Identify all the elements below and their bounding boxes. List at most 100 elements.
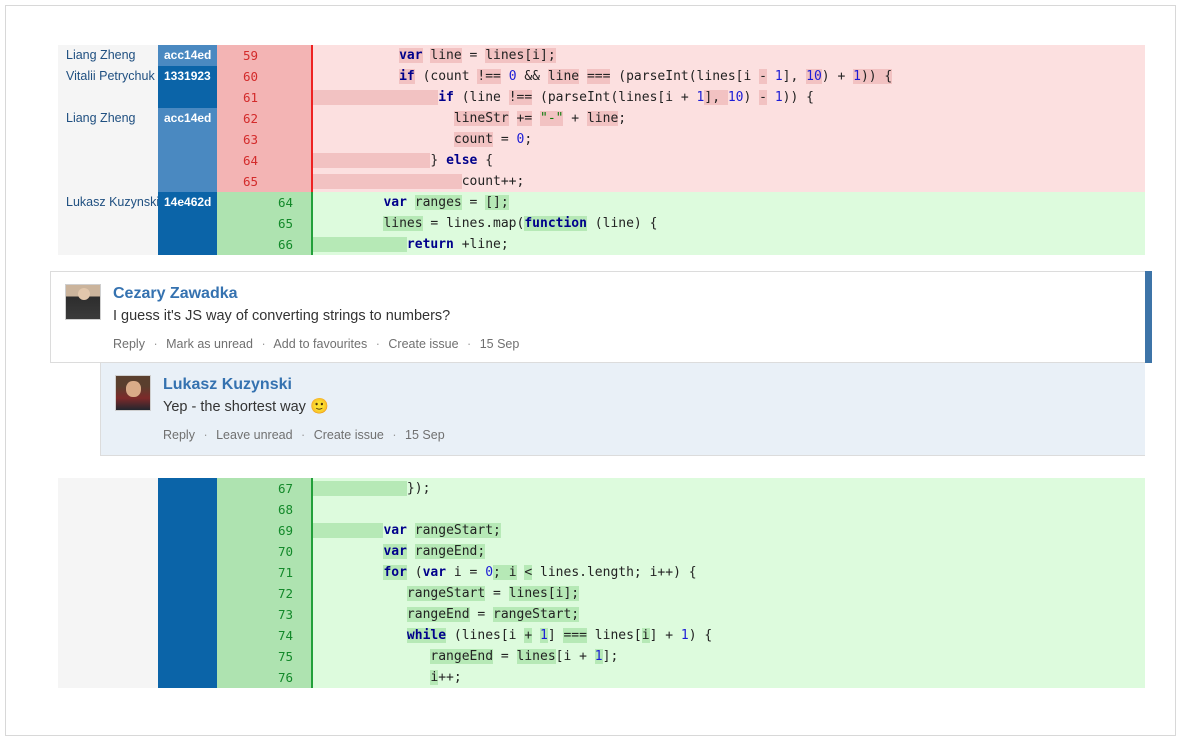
diff-commit-hash-cell[interactable]: acc14ed	[158, 45, 217, 66]
diff-row[interactable]: 66 return +line;	[58, 234, 1145, 255]
diff-row[interactable]: 61 if (line !== (parseInt(lines[i + 1], …	[58, 87, 1145, 108]
diff-row[interactable]: 73 rangeEnd = rangeStart;	[58, 604, 1145, 625]
code-token: 1	[540, 628, 548, 643]
leave-unread-link[interactable]: Leave unread	[216, 428, 293, 442]
diff-row[interactable]: 67 });	[58, 478, 1145, 499]
diff-code-cell[interactable]: for (var i = 0; i < lines.length; i++) {	[311, 562, 1145, 583]
diff-code-cell[interactable]: return +line;	[311, 234, 1145, 255]
diff-code-cell[interactable]: var line = lines[i];	[311, 45, 1145, 66]
mark-as-unread-link[interactable]: Mark as unread	[166, 337, 253, 351]
code-token	[407, 523, 415, 538]
comment-author-name[interactable]: Lukasz Kuzynski	[163, 376, 292, 393]
diff-code-cell[interactable]: var rangeStart;	[311, 520, 1145, 541]
comment-card[interactable]: Cezary Zawadka I guess it's JS way of co…	[50, 271, 1152, 363]
diff-author-cell	[58, 583, 158, 604]
diff-row[interactable]: 63 count = 0;	[58, 129, 1145, 150]
code-token: var	[383, 523, 407, 538]
diff-code-cell[interactable]: });	[311, 478, 1145, 499]
diff-commit-hash-cell[interactable]	[158, 625, 217, 646]
diff-row[interactable]: 69 var rangeStart;	[58, 520, 1145, 541]
reply-link[interactable]: Reply	[163, 428, 195, 442]
diff-commit-hash-cell[interactable]: 1331923	[158, 66, 217, 87]
diff-commit-hash-cell[interactable]	[158, 520, 217, 541]
code-token: ) {	[688, 628, 713, 643]
add-to-favourites-link[interactable]: Add to favourites	[273, 337, 368, 351]
diff-commit-hash-cell[interactable]	[158, 541, 217, 562]
code-token: 1	[696, 90, 705, 105]
diff-commit-hash-cell[interactable]	[158, 478, 217, 499]
code-token: ++;	[438, 670, 462, 685]
code-token: 1	[680, 628, 689, 643]
diff-code-cell[interactable]	[311, 499, 1145, 520]
diff-code-cell[interactable]: if (count !== 0 && line === (parseInt(li…	[311, 66, 1145, 87]
user-avatar-icon[interactable]	[65, 284, 101, 320]
code-token: )) {	[860, 69, 893, 84]
comment-author-name[interactable]: Cezary Zawadka	[113, 285, 238, 302]
diff-row[interactable]: 71 for (var i = 0; i < lines.length; i++…	[58, 562, 1145, 583]
action-separator: ·	[153, 337, 158, 351]
diff-commit-hash-cell[interactable]	[158, 646, 217, 667]
code-token: (parseInt(lines[i +	[532, 90, 697, 105]
diff-author-cell	[58, 499, 158, 520]
diff-row[interactable]: 65 count++;	[58, 171, 1145, 192]
diff-row[interactable]: 75 rangeEnd = lines[i + 1];	[58, 646, 1145, 667]
user-avatar-icon[interactable]	[115, 375, 151, 411]
code-token	[313, 628, 407, 643]
diff-commit-hash-cell[interactable]	[158, 129, 217, 150]
code-token: ] +	[649, 628, 681, 643]
diff-code-cell[interactable]: var ranges = [];	[311, 192, 1145, 213]
diff-code-cell[interactable]: lineStr += "-" + line;	[311, 108, 1145, 129]
diff-row[interactable]: 72 rangeStart = lines[i];	[58, 583, 1145, 604]
code-token: -	[759, 69, 767, 84]
diff-commit-hash-cell[interactable]	[158, 604, 217, 625]
code-token: !==	[508, 90, 533, 105]
diff-row[interactable]: 64 } else {	[58, 150, 1145, 171]
code-token: }	[430, 153, 447, 168]
diff-row[interactable]: 76 i++;	[58, 667, 1145, 688]
code-token	[313, 195, 383, 210]
diff-row[interactable]: 68	[58, 499, 1145, 520]
diff-line-number: 65	[217, 171, 311, 192]
diff-code-cell[interactable]: lines = lines.map(function (line) {	[311, 213, 1145, 234]
diff-commit-hash-cell[interactable]	[158, 87, 217, 108]
diff-commit-hash-cell[interactable]	[158, 499, 217, 520]
diff-code-cell[interactable]: var rangeEnd;	[311, 541, 1145, 562]
diff-line-number: 72	[217, 583, 311, 604]
diff-commit-hash-cell[interactable]	[158, 667, 217, 688]
diff-code-cell[interactable]: count = 0;	[311, 129, 1145, 150]
diff-code-cell[interactable]: if (line !== (parseInt(lines[i + 1], 10)…	[311, 87, 1145, 108]
diff-commit-hash-cell[interactable]	[158, 171, 217, 192]
create-issue-link[interactable]: Create issue	[313, 428, 384, 442]
code-token: rangeEnd	[406, 607, 470, 622]
diff-commit-hash-cell[interactable]	[158, 583, 217, 604]
reply-link[interactable]: Reply	[113, 337, 145, 351]
diff-code-cell[interactable]: rangeEnd = rangeStart;	[311, 604, 1145, 625]
diff-code-cell[interactable]: i++;	[311, 667, 1145, 688]
diff-code-cell[interactable]: count++;	[311, 171, 1145, 192]
code-token: (line) {	[586, 216, 658, 231]
diff-row[interactable]: 70 var rangeEnd;	[58, 541, 1145, 562]
diff-commit-hash-cell[interactable]	[158, 234, 217, 255]
diff-commit-hash-cell[interactable]: acc14ed	[158, 108, 217, 129]
diff-code-cell[interactable]: while (lines[i + 1] === lines[i] + 1) {	[311, 625, 1145, 646]
create-issue-link[interactable]: Create issue	[388, 337, 459, 351]
diff-row[interactable]: 65 lines = lines.map(function (line) {	[58, 213, 1145, 234]
diff-commit-hash-cell[interactable]	[158, 562, 217, 583]
diff-commit-hash-cell[interactable]: 14e462d	[158, 192, 217, 213]
diff-code-cell[interactable]: } else {	[311, 150, 1145, 171]
diff-code-cell[interactable]: rangeEnd = lines[i + 1];	[311, 646, 1145, 667]
code-token: if	[438, 90, 454, 105]
diff-author-cell: Lukasz Kuzynski	[58, 192, 158, 213]
diff-code-cell[interactable]: rangeStart = lines[i];	[311, 583, 1145, 604]
reply-comment-card[interactable]: Lukasz Kuzynski Yep - the shortest way 🙂…	[100, 363, 1145, 456]
diff-commit-hash-cell[interactable]	[158, 213, 217, 234]
diff-commit-hash-cell[interactable]	[158, 150, 217, 171]
diff-line-number: 73	[217, 604, 311, 625]
diff-row[interactable]: 74 while (lines[i + 1] === lines[i] + 1)…	[58, 625, 1145, 646]
